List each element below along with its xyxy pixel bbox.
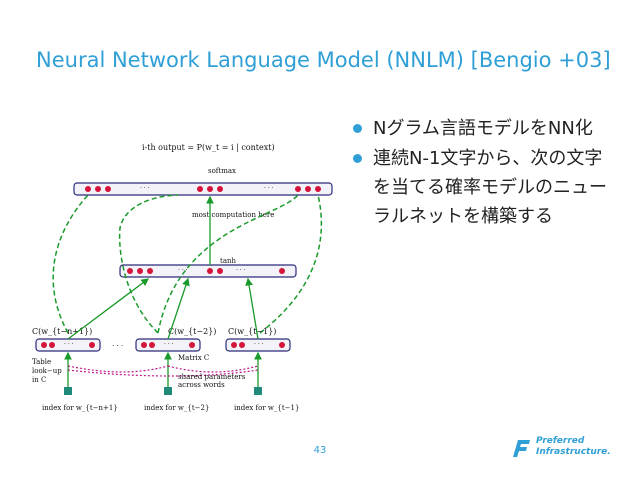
index-label: index for w_{t−n+1}: [42, 404, 118, 412]
bullet-list: Nグラム言語モデルをNN化 連続N-1文字から、次の文字を当てる確率モデルのニュ…: [353, 114, 613, 232]
matrix-label: Matrix C: [178, 354, 209, 362]
ellipsis: . . .: [264, 183, 274, 190]
softmax-label: softmax: [208, 167, 236, 175]
logo-mark-icon: [513, 440, 530, 457]
ellipsis: . . .: [236, 265, 246, 272]
ellipsis: . . .: [254, 339, 264, 346]
logo-line2: Infrastructure.: [536, 447, 611, 457]
logo-line1: Preferred: [536, 436, 585, 446]
index-label: index for w_{t−2}: [144, 404, 209, 412]
page-number: 43: [313, 445, 327, 456]
ellipsis: . . .: [178, 265, 188, 272]
index-label: index for w_{t−1}: [234, 404, 299, 412]
output-label: i-th output = P(w_t = i | context): [142, 143, 275, 152]
ellipsis: . . .: [64, 339, 74, 346]
ellipsis: . . .: [112, 340, 123, 348]
bullet-text: 連続N-1文字から、次の文字を当てる確率モデルのニューラルネットを構築する: [373, 148, 607, 227]
bullet-item: Nグラム言語モデルをNN化: [353, 114, 613, 143]
direct-connections: [52, 194, 323, 334]
bullet-dot-icon: [353, 154, 362, 163]
ellipsis: . . .: [140, 183, 150, 190]
tanh-neurons: [127, 268, 285, 274]
ellipsis: . . .: [164, 339, 174, 346]
bullet-item: 連続N-1文字から、次の文字を当てる確率モデルのニューラルネットを構築する: [353, 144, 613, 231]
company-logo: Preferred Infrastructure.: [513, 436, 623, 460]
slide-title: Neural Network Language Model (NNLM) [Be…: [36, 48, 611, 72]
c-label: C(w_{t−2}): [168, 327, 216, 336]
bullet-dot-icon: [353, 124, 362, 133]
tanh-label: tanh: [220, 257, 236, 265]
computation-label: most computation here: [192, 211, 274, 219]
table-label: Table look−up in C: [32, 358, 64, 384]
nnlm-diagram: i-th output = P(w_t = i | context) softm…: [32, 143, 333, 412]
index-squares: [64, 387, 262, 395]
c-label: C(w_{t−1}): [228, 327, 276, 336]
softmax-neurons: [85, 186, 321, 192]
shared-label: shared parameters across words: [178, 373, 248, 389]
bullet-text: Nグラム言語モデルをNN化: [373, 118, 593, 139]
c-label: C(w_{t−n+1}): [32, 327, 92, 336]
embedding-neurons: [41, 342, 285, 348]
